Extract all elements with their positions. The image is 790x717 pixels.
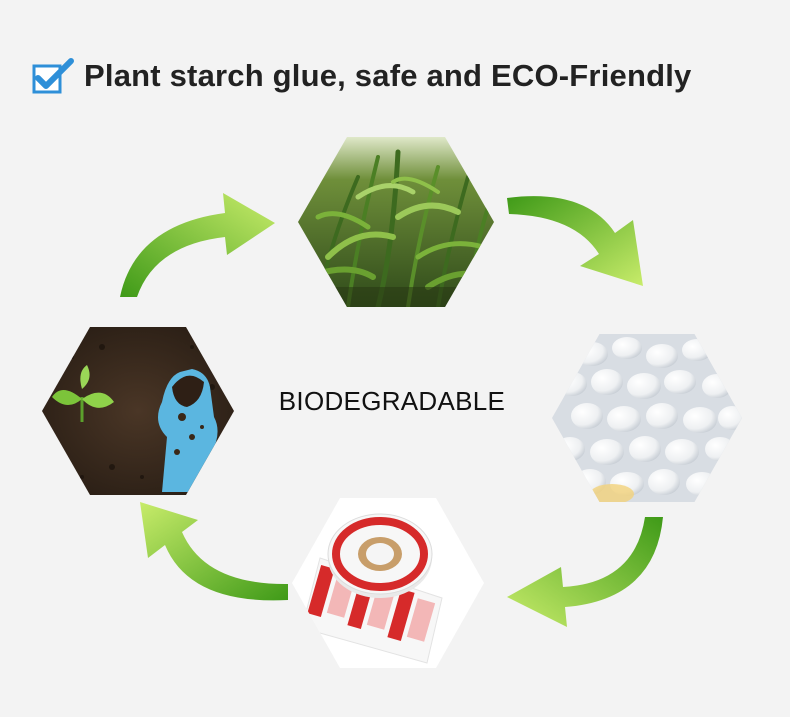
starch-pellets-image — [552, 334, 742, 502]
arrow-icon — [120, 193, 275, 297]
center-label: BIODEGRADABLE — [278, 386, 506, 416]
page-header: Plant starch glue, safe and ECO-Friendly — [32, 54, 691, 98]
arrow-icon — [507, 196, 643, 286]
soil-glove-image — [42, 327, 234, 495]
page-title: Plant starch glue, safe and ECO-Friendly — [84, 58, 692, 93]
label-roll-image — [292, 498, 484, 668]
corn-field-image — [298, 137, 494, 307]
checkbox-checked-icon — [32, 58, 74, 94]
arrow-icon — [140, 502, 288, 601]
arrow-icon — [507, 517, 663, 627]
